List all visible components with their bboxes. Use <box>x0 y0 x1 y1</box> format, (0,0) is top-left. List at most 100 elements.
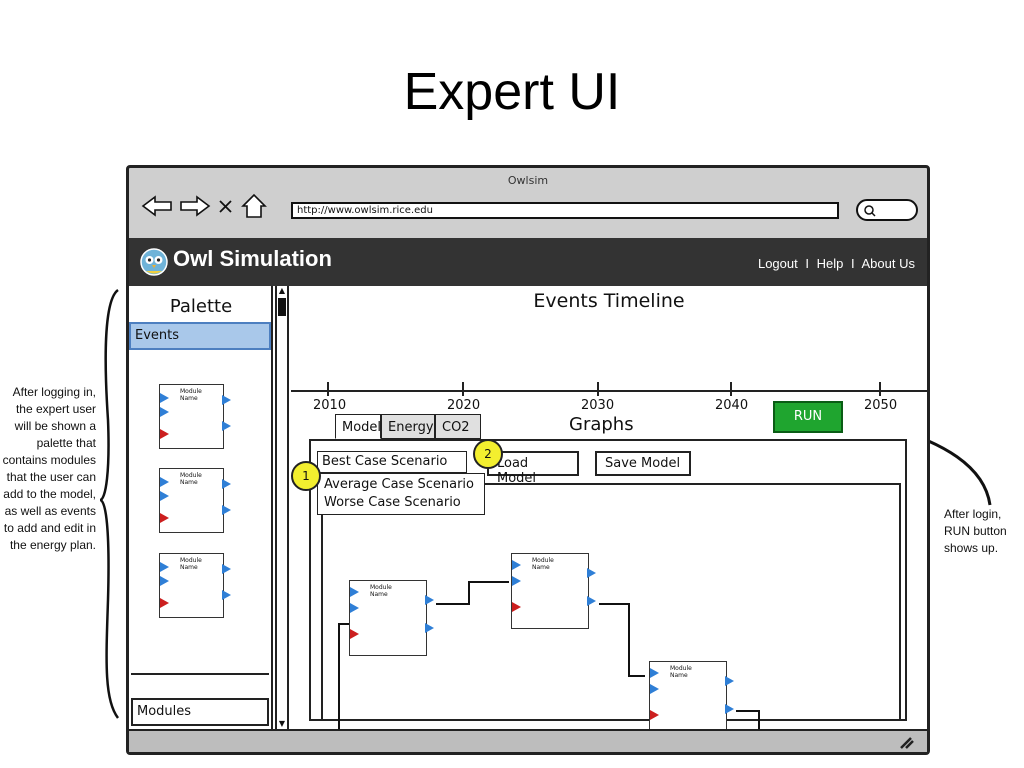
event-port-icon <box>350 629 359 639</box>
input-port-icon <box>160 393 169 403</box>
url-input[interactable]: http://www.owlsim.rice.edu <box>291 202 839 219</box>
output-port-icon <box>587 596 596 606</box>
input-port-icon <box>512 576 521 586</box>
palette-divider <box>131 673 269 675</box>
browser-window: Owlsim http://www.owlsim.rice.edu <box>126 165 930 755</box>
canvas-module[interactable]: Module Name <box>649 661 734 737</box>
palette-module[interactable]: Module Name <box>159 468 231 533</box>
help-link[interactable]: Help <box>816 256 844 271</box>
app-name: Owl Simulation <box>173 246 332 271</box>
year-label: 2030 <box>581 398 615 413</box>
output-port-icon <box>222 421 231 431</box>
run-button[interactable]: RUN <box>773 401 843 433</box>
forward-arrow-icon[interactable] <box>179 194 211 218</box>
tab-co2[interactable]: CO2 <box>435 414 481 439</box>
output-port-icon <box>587 568 596 578</box>
annotation-run: After login, RUN button shows up. <box>944 507 1007 555</box>
search-icon <box>864 205 876 217</box>
scroll-up-icon[interactable]: ▲ <box>278 286 286 295</box>
output-port-icon <box>425 595 434 605</box>
scenario-options: Average Case Scenario Worse Case Scenari… <box>317 473 485 515</box>
year-label: 2040 <box>715 398 749 413</box>
input-port-icon <box>650 668 659 678</box>
output-port-icon <box>222 395 231 405</box>
input-port-icon <box>512 560 521 570</box>
year-label: 2050 <box>864 398 898 413</box>
resize-grip-icon[interactable] <box>897 734 917 750</box>
tab-model[interactable]: Model <box>335 414 381 439</box>
logout-link[interactable]: Logout <box>757 256 798 271</box>
output-port-icon <box>725 704 734 714</box>
owl-logo-icon <box>140 248 168 276</box>
search-field[interactable] <box>856 199 918 221</box>
window-title: Owlsim <box>507 174 549 187</box>
status-bar <box>129 729 927 752</box>
input-port-icon <box>160 407 169 417</box>
timeline-tick <box>730 382 732 396</box>
graphs-title: Graphs <box>569 414 634 435</box>
module-name: Module Name <box>180 557 202 571</box>
canvas-module[interactable]: Module Name <box>511 553 596 629</box>
event-port-icon <box>160 513 169 523</box>
scroll-down-icon[interactable]: ▼ <box>278 719 286 728</box>
app-content: Palette Events Module Name Module Name M… <box>129 286 927 737</box>
app-header: Owl Simulation Logout I Help I About Us <box>129 238 927 286</box>
output-port-icon <box>222 590 231 600</box>
output-port-icon <box>425 623 434 633</box>
event-port-icon <box>160 598 169 608</box>
about-us-link[interactable]: About Us <box>861 256 915 271</box>
module-name: Module Name <box>370 584 392 598</box>
timeline-tick <box>597 382 599 396</box>
callout-marker: 2 <box>473 439 503 469</box>
module-name: Module Name <box>180 472 202 486</box>
nav-toolbar <box>141 190 267 222</box>
tab-energy[interactable]: Energy <box>381 414 435 439</box>
module-connections <box>338 581 760 729</box>
palette-title: Palette <box>169 296 233 317</box>
event-port-icon <box>160 429 169 439</box>
scenario-option[interactable]: Worse Case Scenario <box>324 495 461 510</box>
back-arrow-icon[interactable] <box>141 194 173 218</box>
input-port-icon <box>160 562 169 572</box>
scenario-option[interactable]: Average Case Scenario <box>324 477 474 492</box>
module-name: Module Name <box>670 665 692 679</box>
palette-module[interactable]: Module Name <box>159 384 231 449</box>
palette-events-tab[interactable]: Events <box>129 322 271 350</box>
year-label: 2010 <box>313 398 347 413</box>
input-port-icon <box>350 603 359 613</box>
slide-title: Expert UI <box>403 63 621 121</box>
annotation-palette: After logging in, the expert user will b… <box>2 385 96 552</box>
event-port-icon <box>650 710 659 720</box>
input-port-icon <box>160 491 169 501</box>
palette-panel: Palette Events Module Name Module Name M… <box>129 286 273 729</box>
palette-modules-tab[interactable]: Modules <box>131 698 269 726</box>
input-port-icon <box>350 587 359 597</box>
link-separator: I <box>805 256 809 271</box>
canvas-module[interactable]: Module Name <box>349 580 434 656</box>
scroll-thumb[interactable] <box>278 298 286 316</box>
output-port-icon <box>222 564 231 574</box>
palette-module[interactable]: Module Name <box>159 553 231 618</box>
home-icon[interactable] <box>241 193 267 219</box>
close-icon[interactable] <box>217 194 235 218</box>
input-port-icon <box>160 576 169 586</box>
input-port-icon <box>650 684 659 694</box>
header-links: Logout I Help I About Us <box>758 256 915 271</box>
timeline-axis[interactable] <box>291 390 927 392</box>
input-port-icon <box>160 477 169 487</box>
output-port-icon <box>222 505 231 515</box>
timeline-tick <box>327 382 329 396</box>
year-label: 2020 <box>447 398 481 413</box>
timeline-tick <box>879 382 881 396</box>
module-name: Module Name <box>180 388 202 402</box>
timeline-tick <box>462 382 464 396</box>
palette-scrollbar[interactable]: ▲ ▼ <box>275 286 289 729</box>
output-port-icon <box>222 479 231 489</box>
save-model-button[interactable]: Save Model <box>595 451 691 476</box>
callout-marker: 1 <box>291 461 321 491</box>
module-name: Module Name <box>532 557 554 571</box>
event-port-icon <box>512 602 521 612</box>
scenario-select[interactable]: Best Case Scenario <box>317 451 467 473</box>
output-port-icon <box>725 676 734 686</box>
